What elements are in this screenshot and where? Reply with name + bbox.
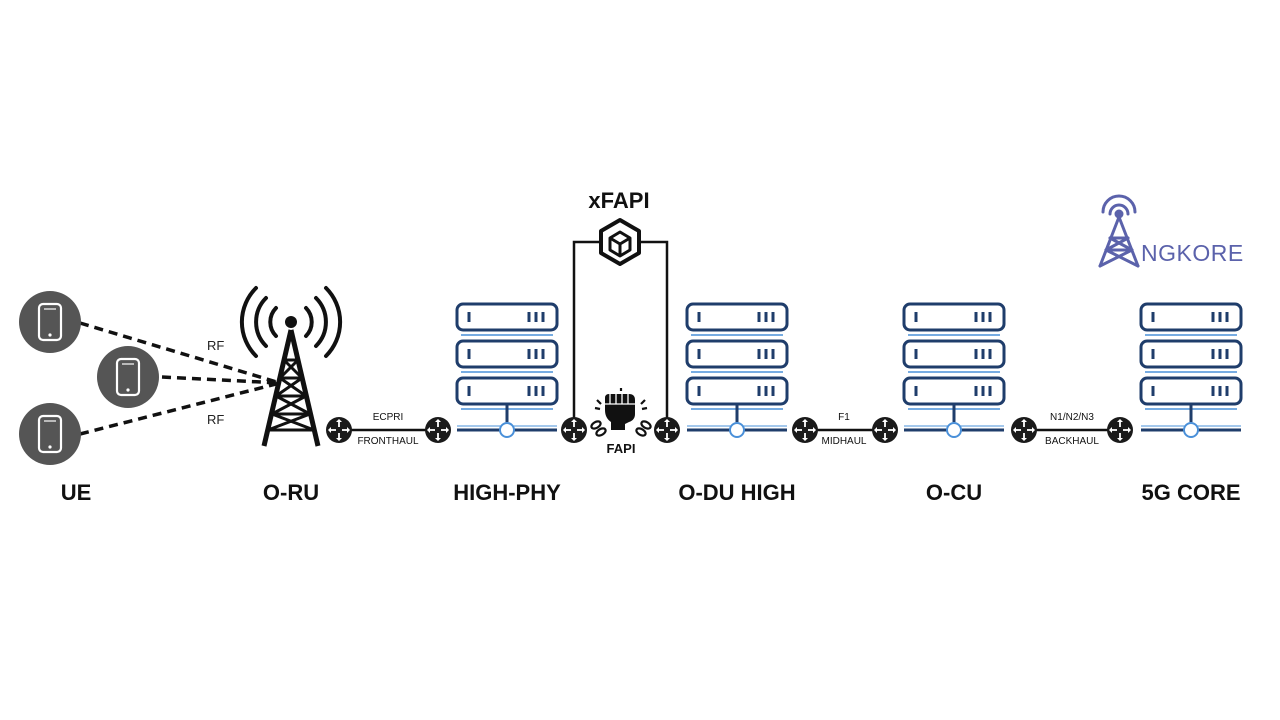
server-stacks (455, 302, 1243, 438)
fapi-label: FAPI (606, 441, 636, 456)
rf-label-bottom: RF (207, 412, 225, 427)
router-icon (1107, 417, 1133, 443)
5g-core-label: 5G CORE (1141, 480, 1241, 505)
fronthaul-protocol-label: ECPRI (372, 412, 404, 423)
ocu-label: O-CU (925, 480, 983, 505)
router-icon (792, 417, 818, 443)
logo-text: NGKORE (1141, 240, 1244, 266)
router-icon (425, 417, 451, 443)
rf-links (79, 321, 281, 436)
tower-icon (239, 286, 343, 447)
xfapi-title: xFAPI (588, 188, 650, 213)
midhaul-protocol-label: F1 (838, 412, 850, 423)
fist-broken-chain-icon (590, 388, 652, 437)
link-lines (340, 240, 1120, 432)
rf-label-top: RF (207, 338, 225, 353)
midhaul-label: MIDHAUL (821, 436, 867, 447)
backhaul-label: BACKHAUL (1045, 436, 1099, 447)
phone-icon (97, 346, 159, 408)
phone-icon (19, 291, 81, 353)
router-icon (326, 417, 352, 443)
server-icon (902, 302, 1006, 438)
ue-label: UE (60, 480, 92, 505)
router-icon (654, 417, 680, 443)
backhaul-protocol-label: N1/N2/N3 (1050, 412, 1094, 423)
oru-label: O-RU (262, 480, 320, 505)
server-icon (685, 302, 789, 438)
high-phy-label: HIGH-PHY (453, 480, 561, 505)
router-icon (561, 417, 587, 443)
odu-high-label: O-DU HIGH (678, 480, 796, 505)
server-icon (1139, 302, 1243, 438)
cube-icon (599, 218, 641, 266)
router-icon (1011, 417, 1037, 443)
phone-icon (19, 403, 81, 465)
router-icon (872, 417, 898, 443)
logo-tower-icon (1098, 194, 1140, 268)
fronthaul-label: FRONTHAUL (357, 436, 419, 447)
server-icon (455, 302, 559, 438)
routers (326, 417, 1133, 443)
